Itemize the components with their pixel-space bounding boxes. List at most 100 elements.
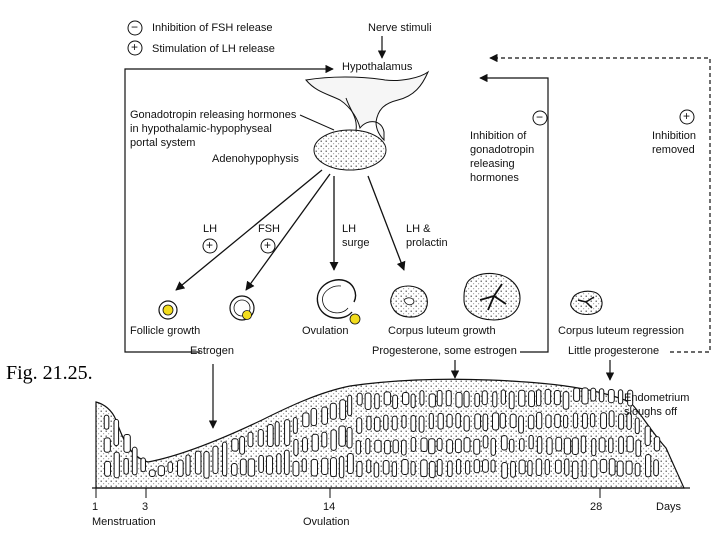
endometrial-gland	[544, 459, 550, 476]
endometrial-gland	[455, 391, 463, 408]
endometrial-gland	[428, 412, 434, 430]
endometrial-gland	[482, 413, 489, 432]
corpus-luteum-growth-label: Corpus luteum growth	[388, 325, 496, 337]
endometrial-gland	[321, 406, 329, 425]
endometrial-gland	[373, 462, 380, 478]
endometrial-gland	[374, 439, 382, 453]
endometrial-gland	[374, 393, 380, 410]
endometrial-gland	[436, 389, 443, 407]
endometrial-gland	[355, 440, 362, 455]
endometrial-gland	[258, 454, 264, 474]
corpus-luteum-regression-label: Corpus luteum regression	[558, 325, 684, 337]
lh-prolactin-arrow	[367, 175, 406, 271]
endometrial-gland	[554, 459, 562, 474]
feedback-plus-circle	[679, 109, 695, 125]
endometrial-gland	[436, 458, 443, 477]
lh-plus-symbol: +	[206, 238, 214, 252]
portal-arrow	[299, 114, 335, 131]
fsh-label: FSH	[258, 223, 280, 235]
endometrial-gland	[553, 389, 561, 406]
endometrial-gland	[544, 388, 552, 405]
endometrial-gland	[265, 455, 274, 475]
endometrial-gland	[535, 458, 543, 476]
endometrial-gland	[113, 451, 120, 479]
endometrial-gland	[283, 449, 290, 475]
endometrial-gland	[490, 437, 496, 456]
endometrial-gland	[627, 389, 634, 407]
endometrium-sloughs-line1: Endometrium	[624, 392, 690, 404]
endometrial-gland	[366, 415, 372, 431]
endometrial-gland	[420, 459, 428, 478]
endometrial-gland	[338, 456, 345, 479]
feedback-inhibition-line4: hormones	[470, 172, 519, 184]
pituitary-stalk	[345, 97, 357, 131]
endometrial-gland	[274, 421, 280, 447]
inhibition-removed-line1: Inhibition	[652, 130, 697, 142]
feedback-removed-dashed-line	[489, 53, 711, 353]
endometrial-gland	[310, 458, 318, 477]
timeline-days-unit: Days	[656, 501, 682, 513]
endometrial-gland	[356, 392, 363, 406]
endometrial-gland	[428, 438, 436, 455]
adenohypophysis-label: Adenohypophysis	[212, 153, 299, 165]
feedback-progesterone-line	[479, 73, 549, 353]
endometrial-gland	[420, 437, 428, 453]
endometrial-gland	[509, 413, 517, 429]
endometrial-gland	[590, 459, 598, 478]
progesterone-some-estrogen-label: Progesterone, some estrogen	[372, 345, 517, 357]
endometrial-gland	[635, 439, 642, 457]
endometrial-gland	[356, 417, 363, 434]
endometrial-gland	[582, 412, 588, 429]
endometrial-gland	[564, 458, 570, 476]
endometrial-gland	[518, 389, 526, 407]
fsh-plus-symbol: +	[264, 238, 272, 252]
endometrial-gland	[311, 433, 319, 452]
endometrial-gland	[608, 458, 616, 476]
feedback-inhibition-line3: releasing	[470, 158, 515, 170]
feedback-plus-symbol: +	[683, 109, 691, 123]
endometrial-gland	[410, 436, 417, 453]
endometrial-gland	[625, 460, 633, 475]
endometrial-gland	[330, 429, 337, 451]
endometrial-gland	[103, 414, 110, 430]
lh-surge-label-line1: LH	[342, 223, 357, 235]
endometrial-gland	[607, 389, 615, 404]
endometrial-gland	[410, 414, 417, 432]
endometrial-gland	[365, 437, 371, 455]
endometrial-gland	[463, 390, 470, 408]
endometrial-gland	[482, 435, 489, 449]
endometrial-gland	[490, 459, 496, 473]
endometrial-gland	[113, 418, 120, 447]
endometrial-gland	[463, 437, 471, 453]
endometrial-gland	[123, 434, 131, 453]
endometrial-gland	[616, 460, 624, 477]
endometrial-gland	[455, 412, 461, 429]
endometrial-gland	[653, 459, 659, 477]
endometrial-gland	[618, 436, 624, 455]
endometrial-gland	[571, 437, 579, 456]
endometrial-gland	[500, 389, 507, 405]
endometrial-gland	[608, 410, 615, 428]
endometrial-gland	[581, 387, 589, 405]
endometrial-gland	[203, 450, 210, 479]
endometrial-gland	[418, 415, 425, 433]
endometrial-gland	[436, 437, 443, 451]
endometrial-gland	[528, 434, 534, 450]
endometrial-gland	[347, 394, 353, 417]
endometrial-gland	[535, 389, 542, 407]
endometrial-gland	[501, 462, 508, 479]
endometrial-gland	[598, 437, 606, 453]
endometrial-gland	[177, 459, 184, 477]
endometrial-gland	[473, 438, 481, 455]
endometrial-gland	[230, 463, 238, 476]
gnrh-label-line1: Gonadotropin releasing hormones	[130, 109, 297, 121]
lh-prolactin-label-line2: prolactin	[406, 237, 448, 249]
endometrial-gland	[573, 387, 581, 402]
gnrh-label-line2: in hypothalamic-hypophyseal	[130, 123, 272, 135]
figure-label: Fig. 21.25.	[6, 362, 93, 384]
endometrial-gland	[428, 393, 436, 408]
endometrial-gland	[339, 399, 347, 421]
follicle-large-inner	[233, 299, 251, 317]
endometrial-gland	[634, 417, 640, 435]
